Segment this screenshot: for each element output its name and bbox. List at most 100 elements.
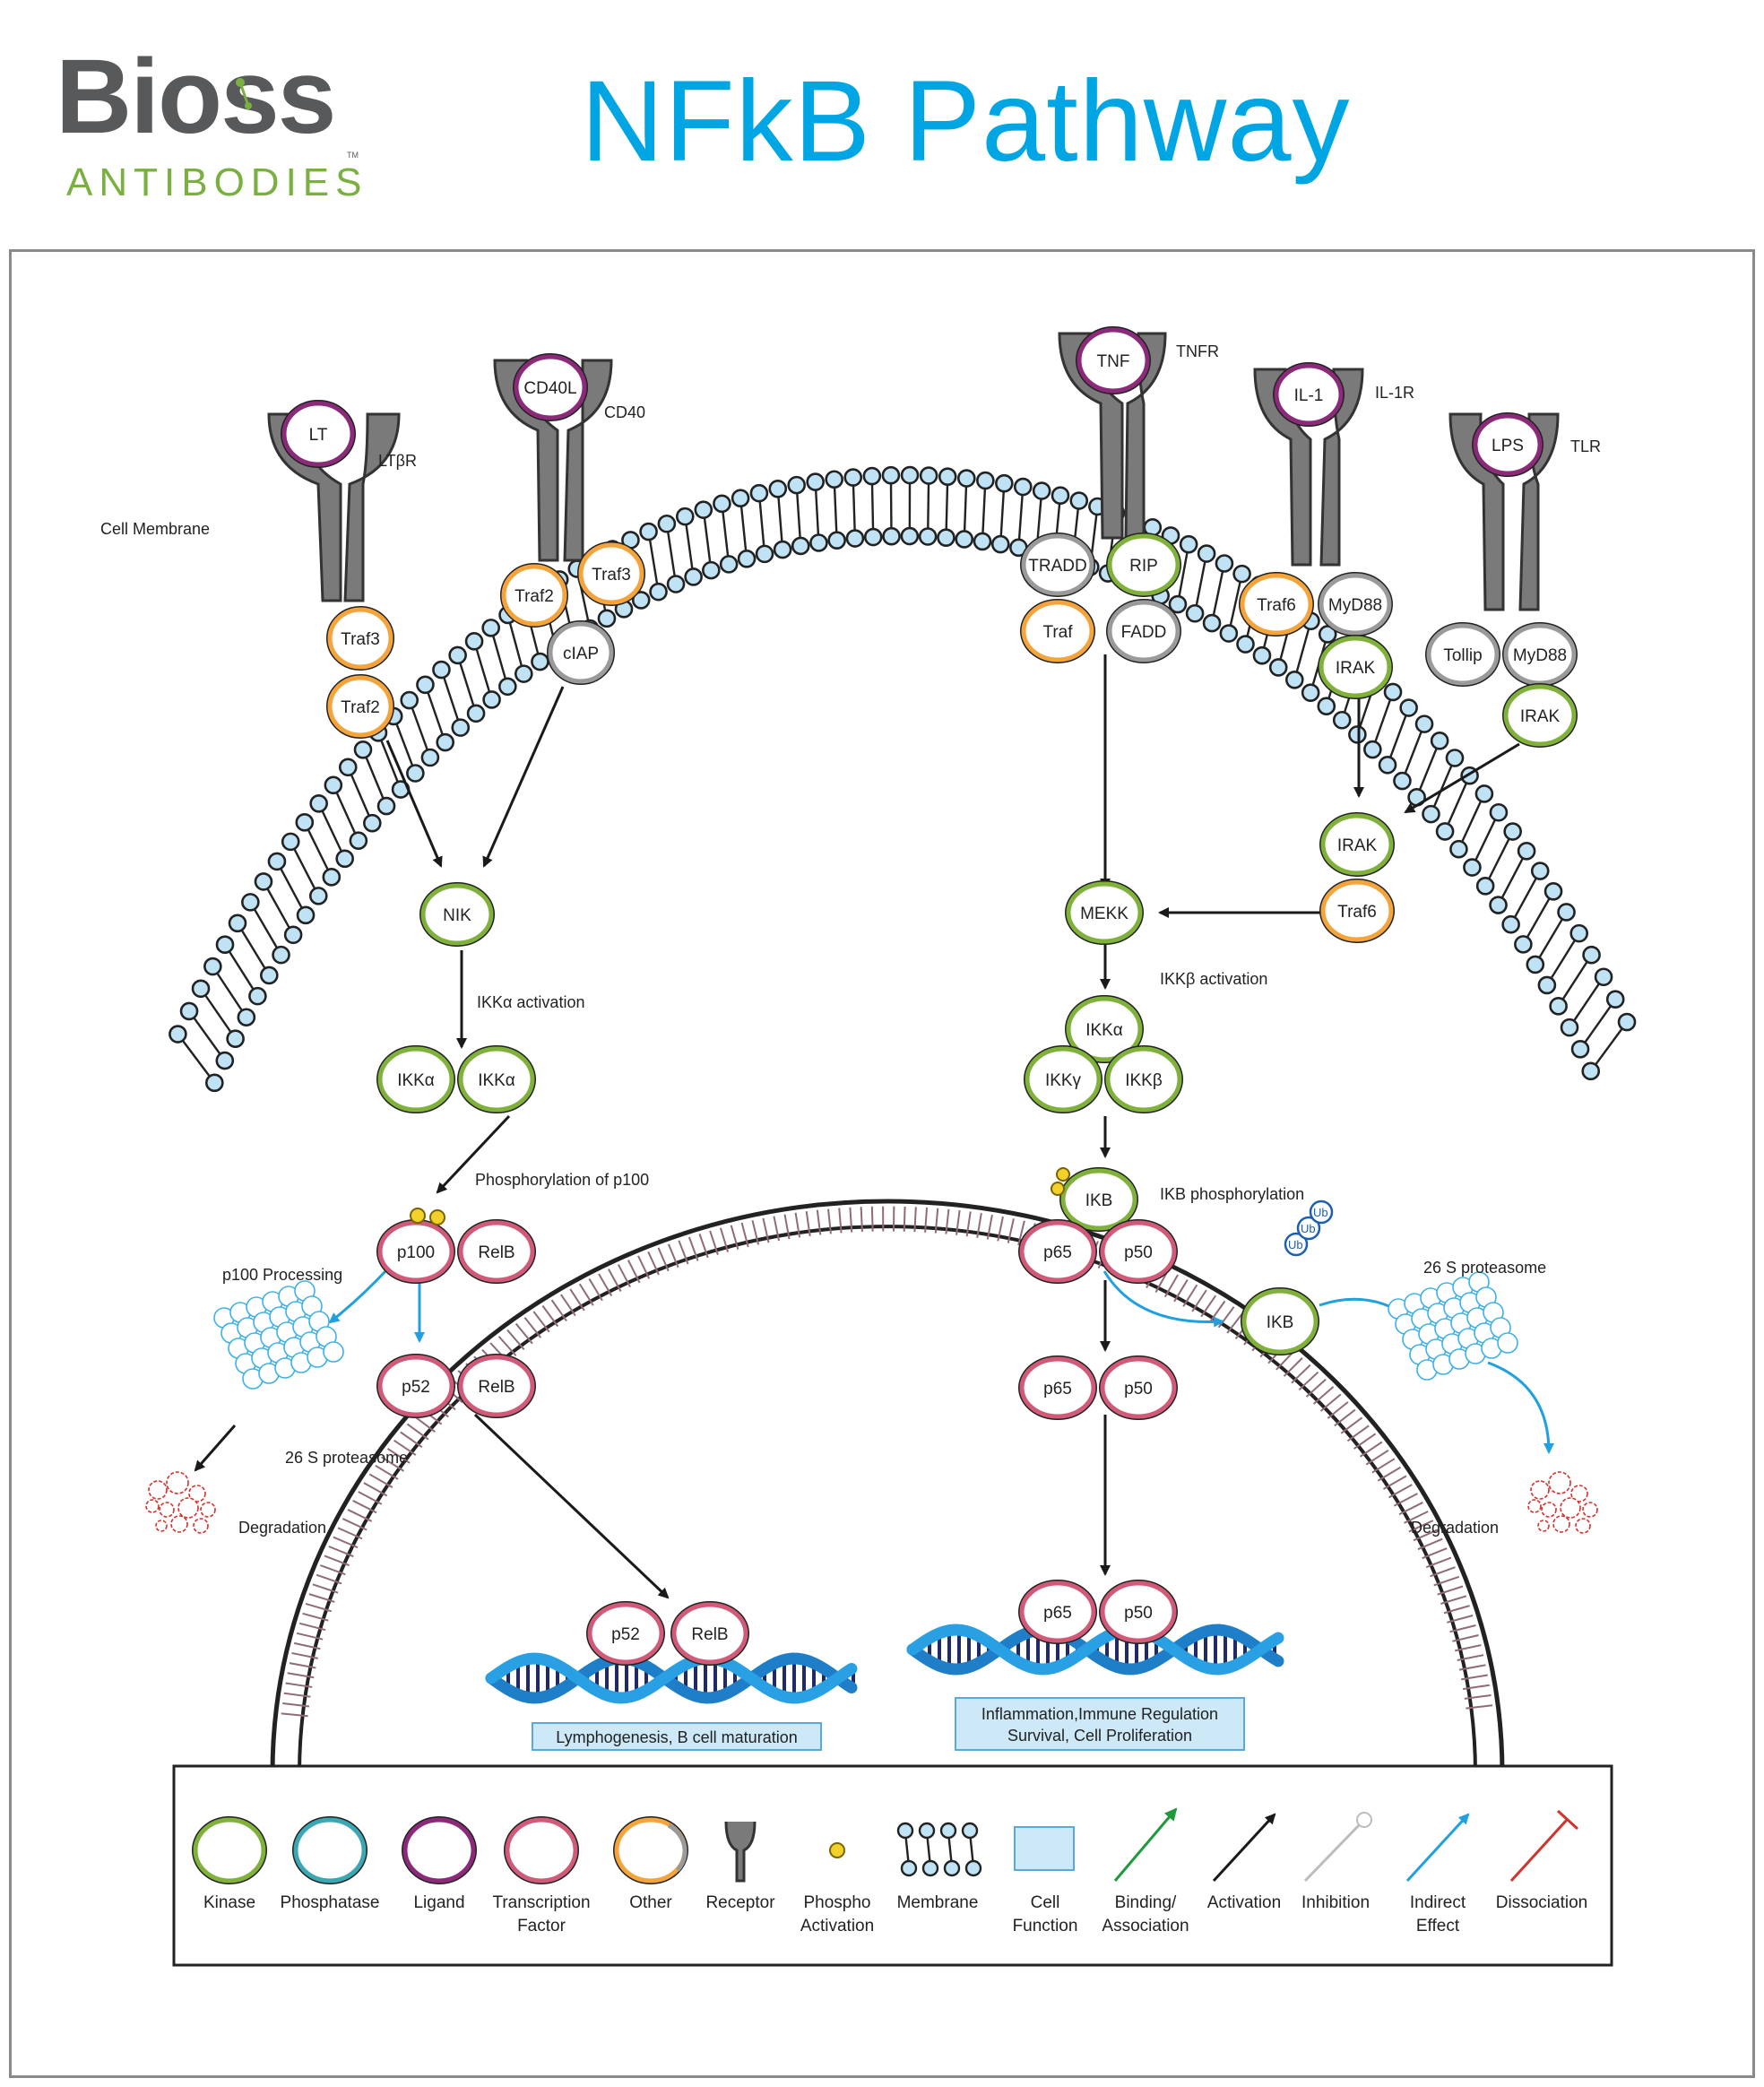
node-label-ikka-r: IKKα xyxy=(1085,1021,1123,1040)
node-label-nik: NIK xyxy=(443,906,471,925)
node-irak-b: IRAK xyxy=(1502,683,1578,748)
node-p52-3: p52 xyxy=(586,1601,665,1666)
node-label-p52-1: p52 xyxy=(402,1378,430,1397)
node-traf3-b: Traf3 xyxy=(577,541,645,606)
legend-inhibition: Inhibition xyxy=(1301,1812,1372,1912)
header: Bioss ANTIBODIES TM NFkB Pathway xyxy=(0,0,1764,242)
node-p52-1: p52 xyxy=(376,1354,455,1418)
node-irak-c: IRAK xyxy=(1319,812,1395,877)
node-label-irak-c: IRAK xyxy=(1337,836,1378,855)
proteasome-right xyxy=(1388,1271,1518,1381)
node-p65-2: p65 xyxy=(1018,1355,1097,1420)
ub-label: Ub xyxy=(1313,1206,1328,1219)
cd40-label: CD40 xyxy=(604,403,645,421)
node-label-fadd: FADD xyxy=(1121,623,1167,642)
arrow-p52-to-dna xyxy=(473,1413,670,1599)
arrow-irak-b-to-irak-c xyxy=(1404,742,1520,814)
legend-label2-indirect: Effect xyxy=(1416,1917,1460,1935)
legend-phosphatase: Phosphatase xyxy=(281,1816,380,1912)
ltbr-label: LTβR xyxy=(378,452,417,470)
legend-binding: Binding/Association xyxy=(1102,1807,1189,1935)
node-traf2-a: Traf2 xyxy=(326,674,394,739)
node-tollip: Tollip xyxy=(1425,622,1500,687)
legend-label2-binding: Association xyxy=(1102,1917,1189,1935)
proteasome-left-label: 26 S proteasome xyxy=(285,1449,408,1467)
node-ikb-1: IKB xyxy=(1059,1167,1138,1232)
node-label-ikka-l2: IKKα xyxy=(478,1071,515,1090)
node-label-traf2-a: Traf2 xyxy=(341,698,380,717)
ub-mark xyxy=(1309,1199,1334,1225)
node-label-lt: LT xyxy=(309,426,328,445)
legend-label-phosphatase: Phosphatase xyxy=(281,1893,380,1912)
dna-helix-right xyxy=(906,1624,1284,1676)
node-p50-3: p50 xyxy=(1099,1580,1178,1644)
node-lps: LPS xyxy=(1472,412,1544,477)
legend-box xyxy=(172,1764,1613,1967)
ub-labels: Ub Ub Ub xyxy=(1288,1206,1328,1251)
node-il1: IL-1 xyxy=(1273,362,1345,427)
arrow-ikka-to-p100 xyxy=(436,1114,511,1194)
protein-nodes: LTCD40LTNFIL-1LPSTraf3Traf2Traf2Traf3cIA… xyxy=(281,326,1578,1666)
arrow-proteasome-to-degr-right xyxy=(1487,1361,1554,1454)
legend-activation: Activation xyxy=(1207,1813,1281,1912)
phospho-dot xyxy=(429,1209,445,1225)
node-myd88-b: MyD88 xyxy=(1502,622,1578,687)
legend-label-dissociation: Dissociation xyxy=(1496,1893,1587,1912)
legend-receptor: Receptor xyxy=(705,1821,775,1912)
nucleus-envelope xyxy=(270,1199,1505,1774)
logo-brand: Bioss xyxy=(56,43,334,156)
legend-label2-cellfunction: Function xyxy=(1013,1917,1078,1935)
node-label-irak-a: IRAK xyxy=(1336,659,1376,678)
node-label-p65-1: p65 xyxy=(1043,1243,1072,1262)
legend-label-activation: Activation xyxy=(1207,1893,1281,1912)
cell-function-right: Inflammation,Immune Regulation Survival,… xyxy=(955,1697,1245,1751)
cell-function-left-text: Lymphogenesis, B cell maturation xyxy=(556,1728,797,1746)
ikkb-activation-label: IKKβ activation xyxy=(1160,970,1267,988)
legend-membrane: Membrane xyxy=(897,1822,982,1912)
node-traf: Traf xyxy=(1020,599,1095,663)
node-label-lps: LPS xyxy=(1492,437,1524,455)
ub-label: Ub xyxy=(1301,1222,1316,1235)
node-myd88-a: MyD88 xyxy=(1318,572,1393,636)
node-label-ikkb: IKKβ xyxy=(1125,1071,1163,1090)
node-label-ciap: cIAP xyxy=(563,645,599,663)
logo-subtitle: ANTIBODIES xyxy=(66,160,368,204)
diagram-frame xyxy=(9,249,1755,2078)
degradation-left-label: Degradation xyxy=(238,1519,326,1537)
ub-mark xyxy=(1284,1232,1309,1257)
node-p50-1: p50 xyxy=(1099,1219,1178,1284)
node-label-ikb-1: IKB xyxy=(1085,1191,1113,1210)
cell-membrane xyxy=(169,465,1637,1093)
phospho-dot xyxy=(1051,1182,1065,1196)
cell-function-left: Lymphogenesis, B cell maturation xyxy=(532,1722,822,1751)
node-label-tnf: TNF xyxy=(1097,352,1130,371)
proteasome-right-label: 26 S proteasome xyxy=(1423,1259,1546,1277)
node-p65-1: p65 xyxy=(1018,1219,1097,1284)
node-label-ikka-l1: IKKα xyxy=(397,1071,435,1090)
node-label-p50-2: p50 xyxy=(1124,1380,1153,1399)
node-label-ikkg: IKKγ xyxy=(1045,1071,1082,1090)
node-label-il1: IL-1 xyxy=(1294,386,1324,405)
node-tradd: TRADD xyxy=(1020,533,1095,597)
bioss-logo: Bioss ANTIBODIES TM xyxy=(56,43,368,204)
node-traf2-b: Traf2 xyxy=(500,563,568,628)
cell-function-right-text-1: Inflammation,Immune Regulation xyxy=(981,1705,1218,1723)
node-p65-3: p65 xyxy=(1018,1580,1097,1644)
node-label-tollip: Tollip xyxy=(1443,646,1482,665)
node-ikka-l2: IKKα xyxy=(457,1045,536,1113)
tlr-label: TLR xyxy=(1570,437,1601,455)
legend-label-inhibition: Inhibition xyxy=(1301,1893,1370,1912)
page-title: NFkB Pathway xyxy=(581,57,1351,186)
node-label-relb-3: RelB xyxy=(691,1625,728,1644)
legend-label-cellfunction: Cell xyxy=(1031,1893,1060,1912)
node-irak-a: IRAK xyxy=(1318,635,1393,699)
node-label-rip: RIP xyxy=(1129,557,1158,576)
node-label-irak-b: IRAK xyxy=(1520,707,1561,726)
node-p100: p100 xyxy=(376,1219,455,1284)
